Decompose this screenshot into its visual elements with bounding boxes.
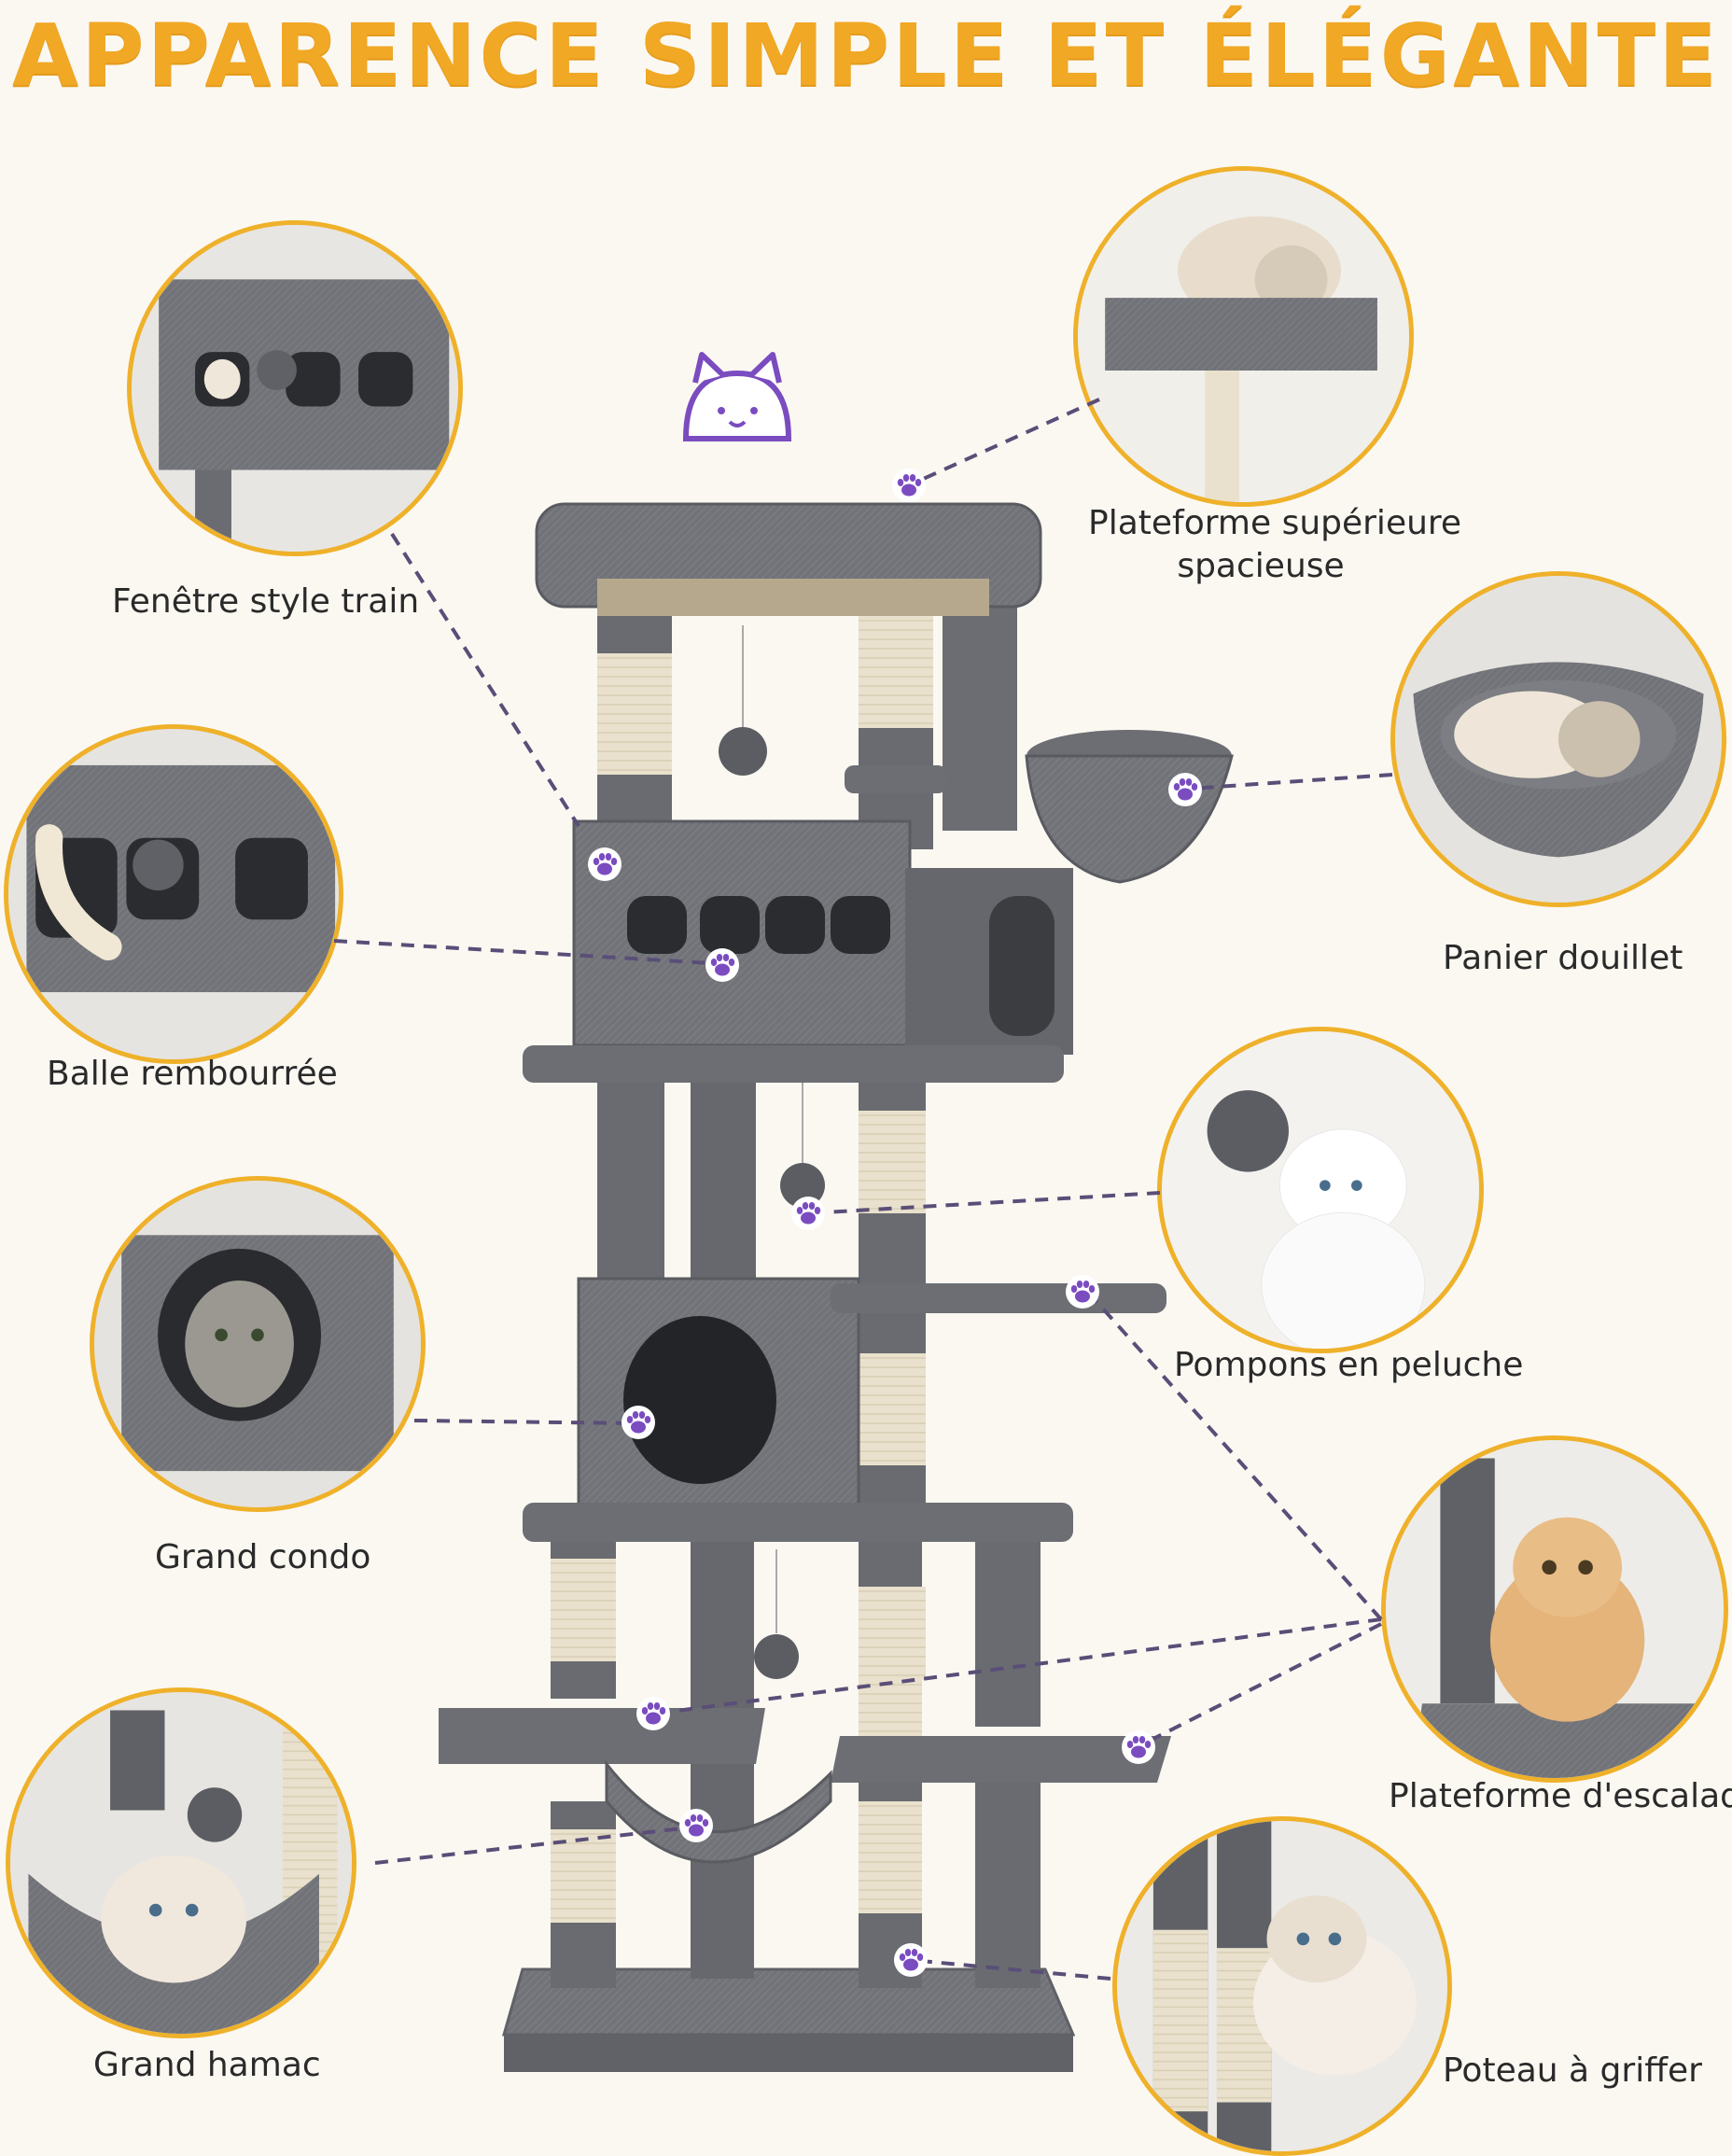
label-large-hammock: Grand hamac xyxy=(93,2046,321,2084)
circle-top-platform xyxy=(1073,166,1414,507)
train-box xyxy=(523,819,1073,1083)
label-scratching-post: Poteau à griffer xyxy=(1443,2051,1702,2090)
label-cozy-basket: Panier douillet xyxy=(1443,939,1683,977)
pompom-ball xyxy=(719,727,767,776)
circle-train-window xyxy=(127,220,463,556)
label-train-window: Fenêtre style train xyxy=(112,582,420,621)
circle-padded-ball xyxy=(4,724,343,1064)
condo xyxy=(523,1277,1166,1542)
label-climbing-platform: Plateforme d'escalade xyxy=(1389,1777,1732,1815)
label-top-platform-line1: Plateforme supérieure xyxy=(1088,504,1462,542)
circle-climbing-platform xyxy=(1381,1435,1728,1783)
label-plush-pompoms: Pompons en peluche xyxy=(1174,1346,1524,1384)
lower-platforms xyxy=(439,1708,1171,1864)
top-platform xyxy=(535,502,1042,616)
circle-cozy-basket xyxy=(1390,571,1726,907)
label-large-condo: Grand condo xyxy=(155,1538,371,1576)
label-top-platform: Plateforme supérieure spacieuse xyxy=(1088,502,1462,588)
circle-scratching-post xyxy=(1112,1816,1452,2156)
page-title: APPARENCE SIMPLE ET ÉLÉGANTE xyxy=(11,6,1721,105)
label-padded-ball: Balle rembourrée xyxy=(47,1055,338,1093)
circle-large-condo xyxy=(90,1176,426,1512)
label-top-platform-line2: spacieuse xyxy=(1177,547,1345,585)
circle-large-hammock xyxy=(6,1687,356,2038)
cat-mascot xyxy=(682,352,792,441)
circle-plush-pompoms xyxy=(1157,1027,1484,1353)
